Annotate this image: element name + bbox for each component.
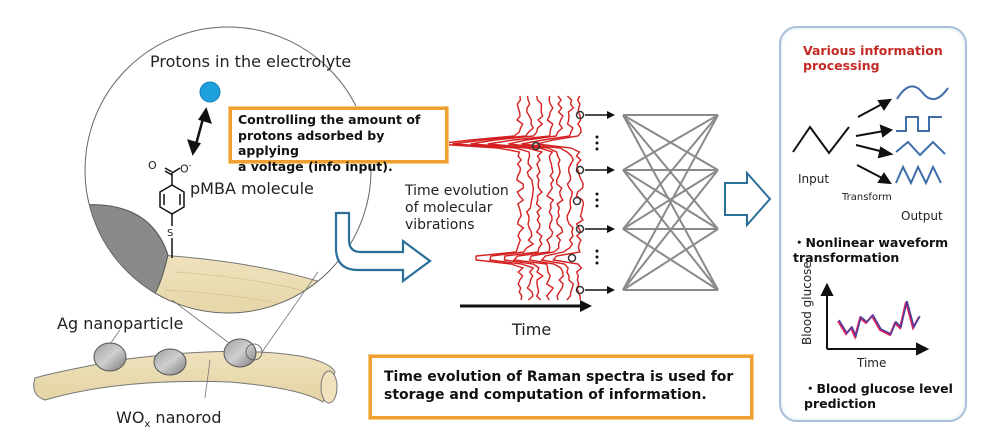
oxygen-right-label: O- [180, 161, 192, 176]
readout-node [567, 253, 577, 263]
panel-title: Various information processing [803, 43, 943, 73]
network-edge [622, 114, 719, 291]
glucose-ylabel: Blood glucose [800, 261, 814, 345]
network-edge [622, 169, 719, 230]
sawtooth-output-icon [895, 164, 942, 186]
time-arrow-icon [460, 300, 592, 312]
glucose-measured-line [837, 301, 920, 341]
ellipsis-dot [595, 141, 599, 145]
network-edge [622, 114, 719, 171]
network-edge [622, 114, 719, 230]
readout-node [575, 110, 585, 120]
oxygen-left-label: O [148, 159, 157, 172]
zoom-marker [245, 343, 263, 361]
ellipsis-dot [595, 255, 599, 259]
sulfur-label: S [167, 228, 174, 239]
control-box-line2: protons adsorbed by applying [238, 127, 385, 159]
readout-arrowhead [607, 286, 615, 294]
network-edge [622, 169, 719, 291]
readout-node [531, 141, 541, 151]
spectrum-line [452, 95, 535, 301]
spectrum-line [470, 95, 544, 301]
readout-arrowhead [607, 111, 615, 119]
input-label: Input [798, 172, 830, 186]
proton-icon [199, 81, 221, 103]
pmba-molecule-icon [159, 167, 185, 258]
ellipsis-dot [595, 135, 599, 139]
raman-box-line2: storage and computation of information. [384, 387, 707, 403]
output-label: Output [901, 209, 943, 223]
neural-network [622, 114, 719, 291]
ellipsis-dot [595, 261, 599, 265]
ellipsis-dot [595, 147, 599, 151]
spectrum-line [487, 95, 555, 301]
ellipsis-dot [595, 198, 599, 202]
nanorod-label: WOx nanorod [116, 408, 222, 431]
triangle-output-icon [895, 140, 946, 157]
protons-label: Protons in the electrolyte [150, 52, 352, 71]
square-output-icon [896, 116, 942, 132]
molecule-label: pMBA molecule [190, 179, 314, 198]
bullet-glucose: ・Blood glucose level prediction [804, 381, 953, 411]
ellipsis-dot [595, 249, 599, 253]
spectrum-line [508, 95, 564, 301]
readout-arrowhead [607, 166, 615, 174]
bullet-waveform: ・Nonlinear waveform transformation [793, 235, 949, 265]
input-waveform-icon [792, 125, 850, 155]
transform-arrows [855, 98, 894, 185]
raman-box-line1: Time evolution of Raman spectra is used … [384, 369, 734, 385]
network-edge [622, 228, 719, 291]
readout-node [575, 165, 585, 175]
readout-nodes [531, 110, 615, 295]
ag-nanoparticle-3 [223, 338, 257, 368]
glucose-predicted-line [838, 300, 921, 339]
ag-nanoparticle-1 [93, 342, 127, 372]
bent-arrow-icon [334, 211, 432, 284]
ag-nanoparticle-label: Ag nanoparticle [57, 314, 184, 333]
spectrum-line [436, 95, 525, 301]
sine-output-icon [896, 85, 949, 100]
readout-node [575, 285, 585, 295]
ag-nanoparticle-2 [153, 348, 187, 376]
raman-spectra [436, 95, 585, 301]
readout-node [575, 224, 585, 234]
spectrum-line [521, 95, 575, 301]
double-arrow-icon [187, 107, 212, 156]
control-box-line3: a voltage (info input). [238, 158, 393, 174]
info-processing-panel [779, 26, 967, 422]
control-box: Controlling the amount of protons adsorb… [229, 107, 448, 174]
time-label: Time [512, 320, 552, 339]
transform-label: Transform [842, 192, 892, 203]
readout-node [572, 196, 582, 206]
glucose-xlabel: Time [857, 356, 887, 370]
magnifier-circle [84, 26, 372, 314]
right-arrow-icon [724, 170, 772, 228]
ellipsis-dot [595, 192, 599, 196]
readout-arrowhead [607, 225, 615, 233]
glucose-graph-axes [820, 282, 930, 356]
control-box-line1: Controlling the amount of [238, 112, 421, 127]
raman-box: Time evolution of Raman spectra is used … [369, 355, 753, 419]
ellipsis-dot [595, 204, 599, 208]
vibrations-label: Time evolution of molecular vibrations [405, 183, 509, 233]
